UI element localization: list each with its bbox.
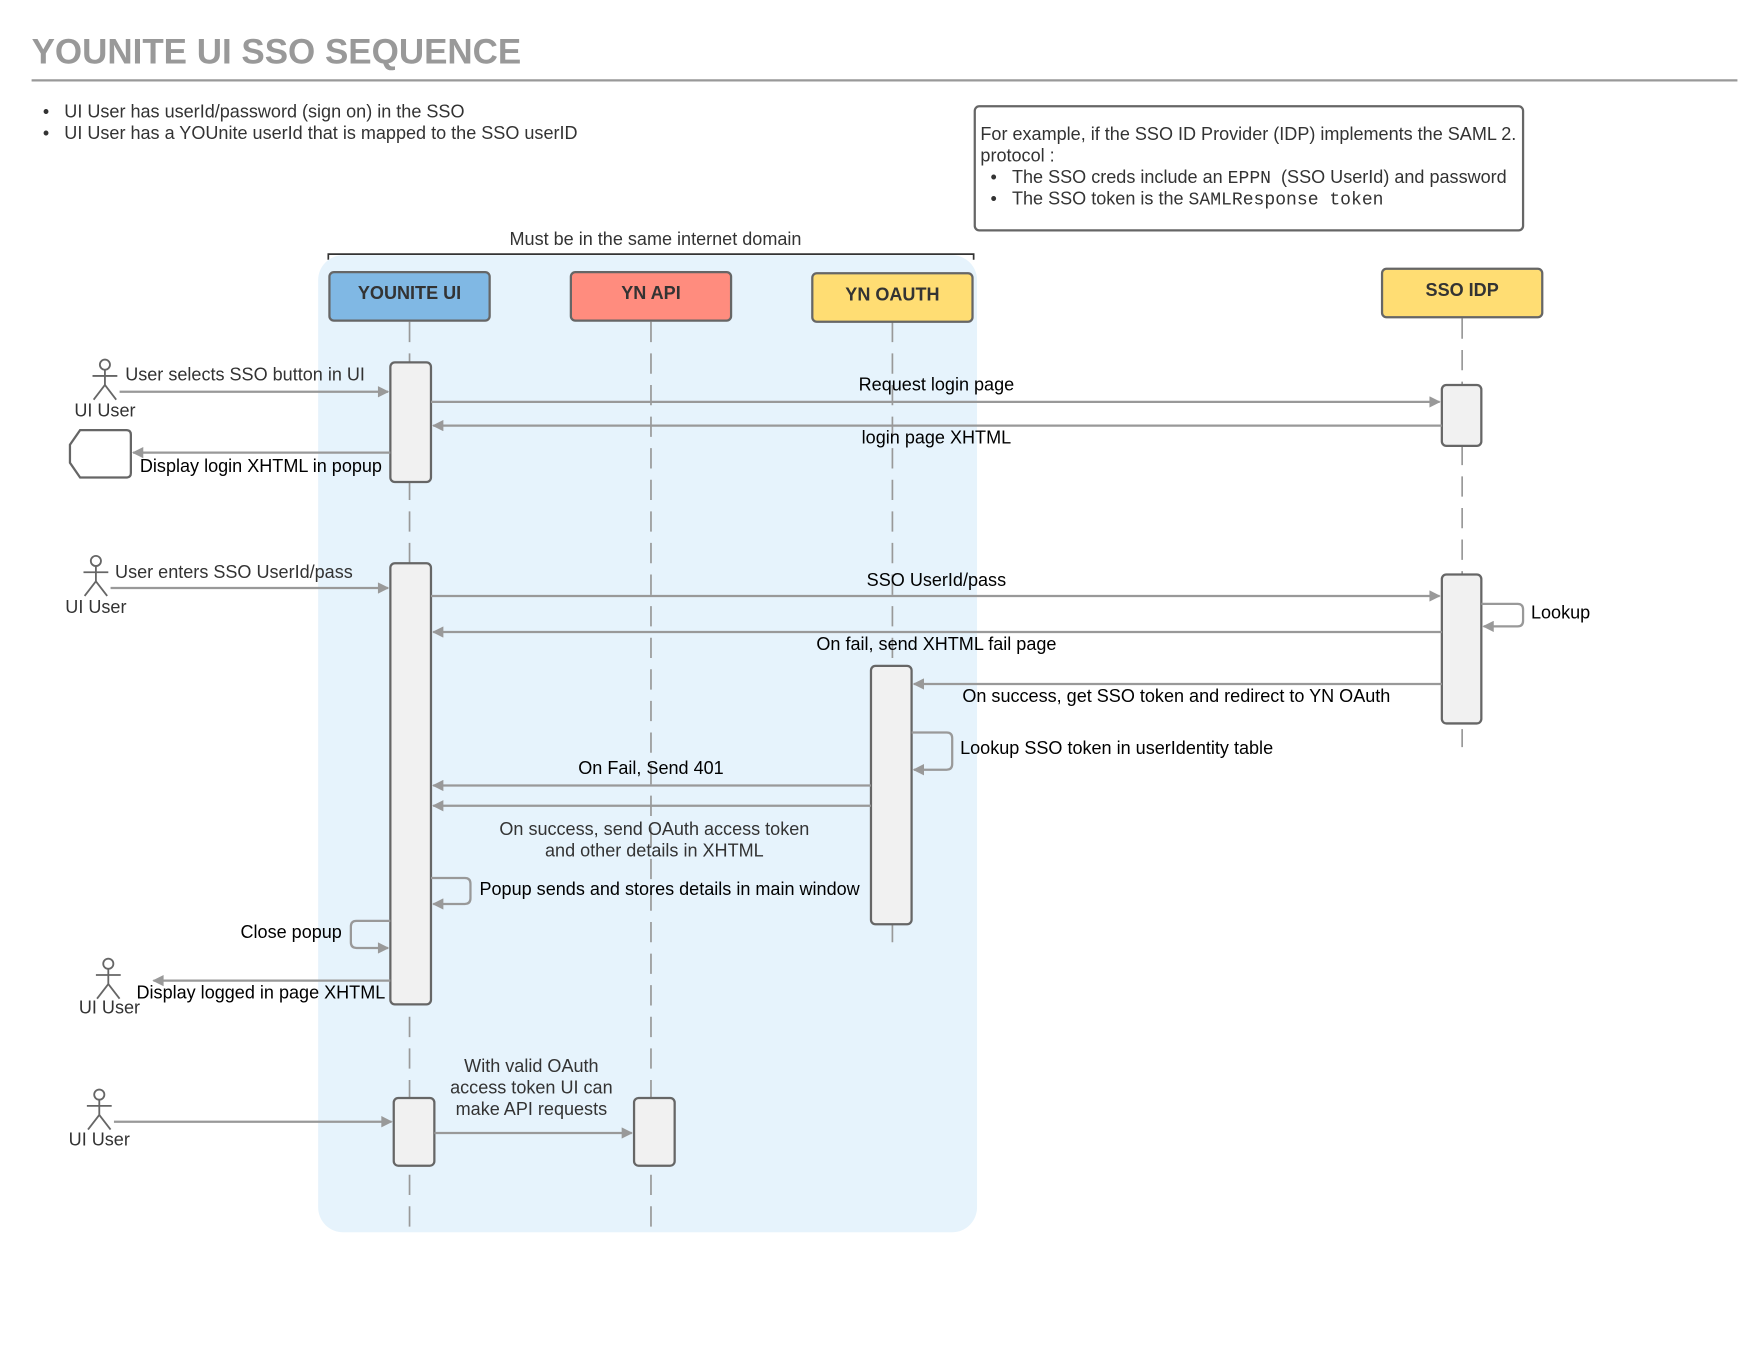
label-close-popup: Close popup (241, 922, 342, 942)
stick-figure-icon (83, 554, 109, 597)
label-popup-store: Popup sends and stores details in main w… (479, 879, 860, 899)
eppn-code: EPPN (1228, 169, 1271, 189)
activation-yn-oauth (869, 664, 913, 926)
participant-younite-ui: YOUNITE UI (328, 271, 491, 322)
arrow-lookup-self (1481, 602, 1525, 633)
label-select-sso: User selects SSO button in UI (125, 364, 365, 384)
participant-yn-oauth: YN OAUTH (811, 272, 974, 323)
label-lookup-token: Lookup SSO token in userIdentity table (960, 738, 1273, 758)
saml-note: For example, if the SSO ID Provider (IDP… (973, 105, 1525, 232)
label-login-page: login page XHTML (862, 428, 1011, 448)
assumption-item: UI User has userId/password (sign on) in… (64, 102, 464, 122)
page-title: YOUNITE UI SSO SEQUENCE (32, 32, 522, 71)
label-lookup: Lookup (1531, 603, 1590, 623)
bullet-dot: • (991, 188, 997, 208)
assumptions-list: • UI User has userId/password (sign on) … (43, 102, 578, 143)
activation-younite-ui-1 (389, 361, 433, 484)
actor-label: UI User (65, 597, 126, 617)
bullet-dot: • (43, 102, 49, 122)
stick-figure-icon (86, 1088, 112, 1131)
activations (389, 361, 1483, 1167)
actor-ui-user-2: UI User (65, 554, 126, 617)
message-arrows (110, 386, 1525, 1139)
note-line-2: protocol : (980, 146, 1054, 166)
label-enter-creds: User enters SSO UserId/pass (115, 562, 353, 582)
arrow-close-popup-self (349, 919, 391, 954)
participant-sso-idp: SSO IDP (1380, 267, 1544, 319)
note-bullet-1-suffix: (SSO UserId) and password (1271, 167, 1507, 187)
activation-sso-idp-2 (1440, 573, 1483, 725)
label-redirect-oauth: On success, get SSO token and redirect t… (962, 686, 1390, 706)
label-access-token-2: and other details in XHTML (545, 841, 764, 861)
note-bullet-1-text: The SSO creds include an (1012, 167, 1228, 187)
note-bullet-2-text: The SSO token is the (1012, 188, 1189, 208)
participant-label: SSO IDP (1426, 280, 1499, 300)
note-bullet-2: The SSO token is the SAMLResponse token (1012, 188, 1384, 210)
assumption-item: UI User has a YOUnite userId that is map… (64, 123, 577, 143)
actor-label: UI User (69, 1129, 130, 1149)
samlresponse-code: SAMLResponse token (1189, 190, 1384, 210)
activation-sso-idp-1 (1440, 383, 1483, 448)
label-display-login: Display login XHTML in popup (140, 456, 382, 476)
note-bullet-1: The SSO creds include an EPPN (SSO UserI… (1012, 167, 1507, 189)
participant-box (1380, 267, 1544, 319)
arrow-lookup-token-self (911, 731, 954, 776)
bullet-dot: • (991, 167, 997, 187)
participant-label: YOUNITE UI (358, 283, 461, 303)
label-sso-creds: SSO UserId/pass (867, 570, 1006, 590)
participant-label: YN API (621, 283, 681, 303)
note-box (973, 105, 1525, 232)
display-shape-icon (68, 428, 132, 479)
message-labels: User selects SSO button in UI Request lo… (115, 364, 1590, 1118)
label-display-logged-in: Display logged in page XHTML (137, 983, 386, 1003)
domain-bracket (327, 253, 975, 260)
participant-label: YN OAUTH (845, 284, 939, 304)
actor-ui-user-4: UI User (69, 1088, 130, 1149)
domain-group-label: Must be in the same internet domain (510, 229, 802, 249)
actor-ui-user-1: UI User (74, 358, 136, 421)
bullet-dot: • (43, 123, 49, 143)
actor-label: UI User (79, 997, 140, 1017)
actor-label: UI User (74, 401, 135, 421)
participant-box (328, 271, 491, 322)
label-api-request-1: With valid OAuth (464, 1056, 598, 1076)
same-domain-group: Must be in the same internet domain (318, 229, 978, 1233)
label-fail-401: On Fail, Send 401 (578, 758, 723, 778)
label-access-token-1: On success, send OAuth access token (499, 819, 809, 839)
arrow-popup-store-self (430, 876, 472, 910)
label-request-login: Request login page (859, 375, 1015, 395)
note-line-1: For example, if the SSO ID Provider (IDP… (980, 124, 1516, 144)
participant-yn-api: YN API (569, 271, 733, 322)
stick-figure-icon (92, 358, 118, 401)
activation-yn-api (632, 1096, 676, 1167)
label-api-request-3: make API requests (456, 1099, 607, 1119)
popup-window (68, 428, 132, 479)
participant-box (569, 271, 733, 322)
participant-box (811, 272, 974, 323)
actor-ui-user-3: UI User (79, 957, 140, 1017)
stick-figure-icon (95, 957, 121, 1000)
label-api-request-2: access token UI can (450, 1077, 613, 1097)
domain-group-background (318, 255, 978, 1233)
activation-younite-ui-3 (392, 1096, 436, 1167)
activation-younite-ui-2 (389, 562, 433, 1006)
label-fail-page: On fail, send XHTML fail page (816, 634, 1056, 654)
